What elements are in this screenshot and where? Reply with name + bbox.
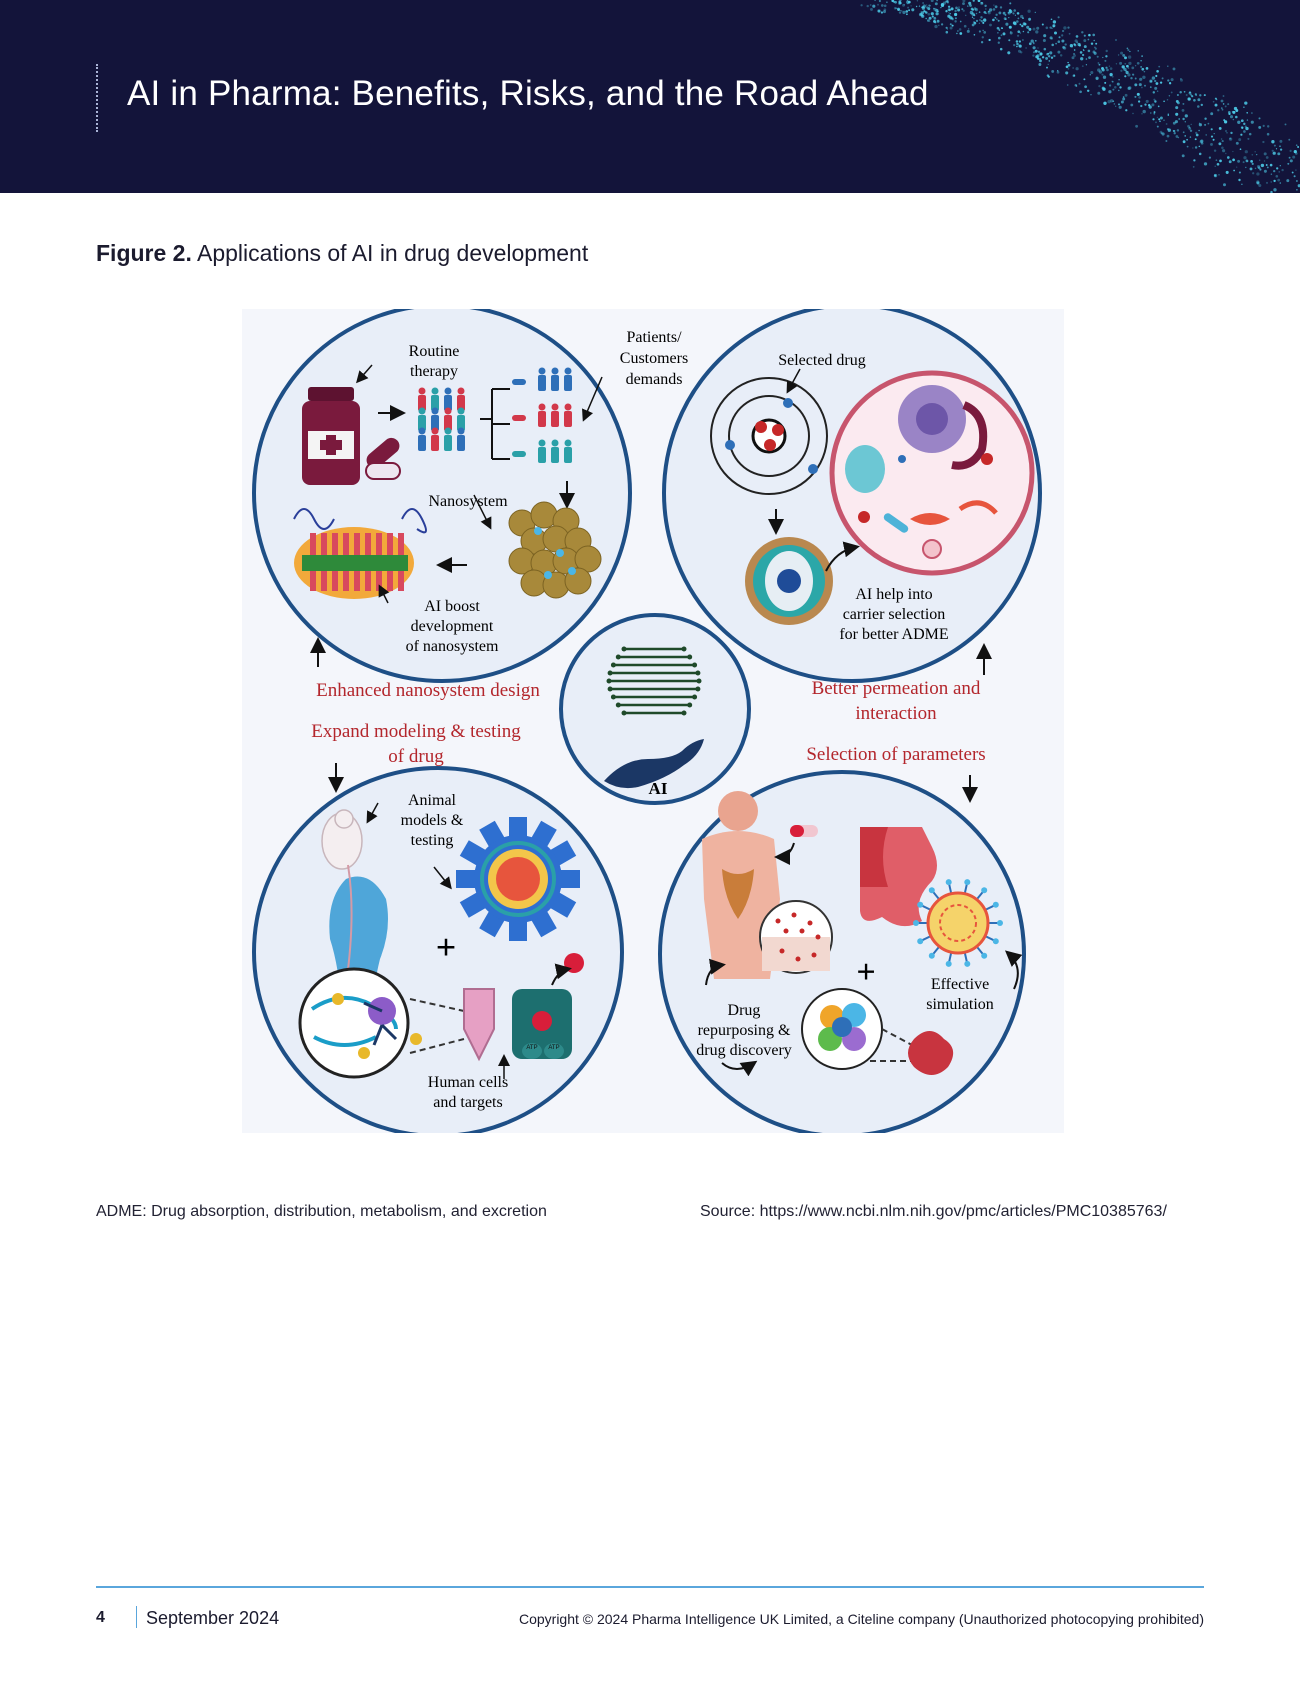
label-simulation: simulation bbox=[926, 996, 994, 1013]
figure-illustration: Routine therapy Patients/ Customers dema… bbox=[252, 309, 1042, 1133]
label-better-adme: for better ADME bbox=[839, 626, 948, 643]
nanostructure-icon bbox=[293, 508, 427, 599]
label-selected-drug: Selected drug bbox=[778, 352, 866, 369]
label-and-targets: and targets bbox=[433, 1094, 502, 1111]
label-interaction: interaction bbox=[855, 703, 937, 724]
nanoparticle-virus-icon bbox=[913, 879, 1003, 967]
medicine-bottle-icon bbox=[302, 387, 360, 485]
nanosystem-design-panel: Routine therapy Patients/ Customers dema… bbox=[252, 309, 688, 683]
cell-diagram-icon bbox=[829, 370, 1035, 576]
figure-caption-text: Applications of AI in drug development bbox=[191, 240, 589, 266]
atp-label-2: ATP bbox=[548, 1045, 559, 1051]
figure-caption: Figure 2. Applications of AI in drug dev… bbox=[96, 240, 588, 267]
page-header: AI in Pharma: Benefits, Risks, and the R… bbox=[0, 0, 1300, 193]
cell-cluster-icon bbox=[801, 988, 883, 1070]
label-customers: Customers bbox=[620, 350, 688, 367]
molecular-binding-icon bbox=[298, 967, 422, 1079]
plus-sign: + bbox=[436, 927, 457, 967]
pill-icon bbox=[774, 825, 818, 865]
footer-divider bbox=[96, 1586, 1204, 1588]
pill-capsule-icon bbox=[365, 437, 401, 480]
page-title: AI in Pharma: Benefits, Risks, and the R… bbox=[127, 74, 929, 113]
label-enhanced-nanosystem: Enhanced nanosystem design bbox=[316, 680, 540, 701]
label-testing: testing bbox=[411, 832, 454, 849]
header-particle-decoration bbox=[860, 0, 1300, 193]
carrier-selection-panel: Selected drug AI help into carrier selec… bbox=[662, 309, 1042, 683]
label-therapy: therapy bbox=[410, 363, 458, 380]
label-effective: Effective bbox=[931, 976, 989, 993]
header-dotted-bar bbox=[96, 64, 98, 132]
channel-protein-icon: ATP ATP bbox=[512, 953, 584, 1059]
atp-label-1: ATP bbox=[526, 1045, 537, 1051]
adme-footnote: ADME: Drug absorption, distribution, met… bbox=[96, 1203, 547, 1220]
footer-separator bbox=[136, 1606, 137, 1628]
label-drug: Drug bbox=[728, 1002, 761, 1019]
label-models: models & bbox=[401, 812, 464, 829]
label-carrier-selection: carrier selection bbox=[843, 606, 946, 623]
label-better-permeation: Better permeation and bbox=[812, 678, 981, 699]
label-nanosystem: Nanosystem bbox=[428, 493, 508, 510]
drug-discovery-panel: + Drug repurposing & drug discovery Effe… bbox=[658, 770, 1026, 1133]
label-development: development bbox=[411, 618, 494, 635]
footer-copyright: Copyright © 2024 Pharma Intelligence UK … bbox=[518, 1611, 1204, 1627]
label-drug-discovery: drug discovery bbox=[696, 1042, 792, 1059]
label-patients: Patients/ bbox=[626, 329, 682, 346]
figure-caption-label: Figure 2. bbox=[96, 240, 192, 266]
test-tube-icon bbox=[463, 988, 495, 1062]
modeling-testing-panel: + ATP ATP Animal models & t bbox=[252, 766, 624, 1133]
label-of-nanosystem: of nanosystem bbox=[406, 638, 499, 655]
ai-center-panel: AI bbox=[559, 613, 751, 805]
ai-brain-circuit-icon bbox=[606, 646, 702, 716]
label-ai-boost: AI boost bbox=[424, 598, 480, 615]
footer-date: September 2024 bbox=[146, 1608, 280, 1628]
ai-applications-figure: Routine therapy Patients/ Customers dema… bbox=[242, 309, 1064, 1133]
patients-group-icon bbox=[418, 387, 465, 451]
target-gear-icon bbox=[456, 817, 580, 941]
label-repurposing: repurposing & bbox=[698, 1022, 791, 1039]
label-of-drug: of drug bbox=[388, 746, 444, 767]
label-expand-modeling: Expand modeling & testing bbox=[311, 721, 521, 742]
tissue-magnification-icon bbox=[759, 900, 833, 974]
drug-carrier-icon bbox=[745, 537, 833, 625]
label-human-cells: Human cells bbox=[428, 1074, 508, 1091]
label-selection-parameters: Selection of parameters bbox=[806, 744, 985, 765]
label-animal: Animal bbox=[408, 792, 457, 809]
patient-subgroups-icon bbox=[512, 367, 572, 463]
label-routine: Routine bbox=[409, 343, 460, 360]
label-ai: AI bbox=[649, 779, 668, 798]
page-number: 4 bbox=[96, 1609, 105, 1626]
nanoparticle-cluster-icon bbox=[508, 501, 602, 599]
tumor-icon bbox=[908, 1031, 954, 1075]
supporting-hand-icon bbox=[604, 739, 704, 789]
label-demands: demands bbox=[626, 371, 683, 388]
selected-drug-molecule-icon bbox=[710, 377, 828, 495]
label-ai-help: AI help into bbox=[855, 586, 932, 603]
source-footnote: Source: https://www.ncbi.nlm.nih.gov/pmc… bbox=[700, 1203, 1167, 1220]
plus-sign-right: + bbox=[856, 954, 875, 991]
